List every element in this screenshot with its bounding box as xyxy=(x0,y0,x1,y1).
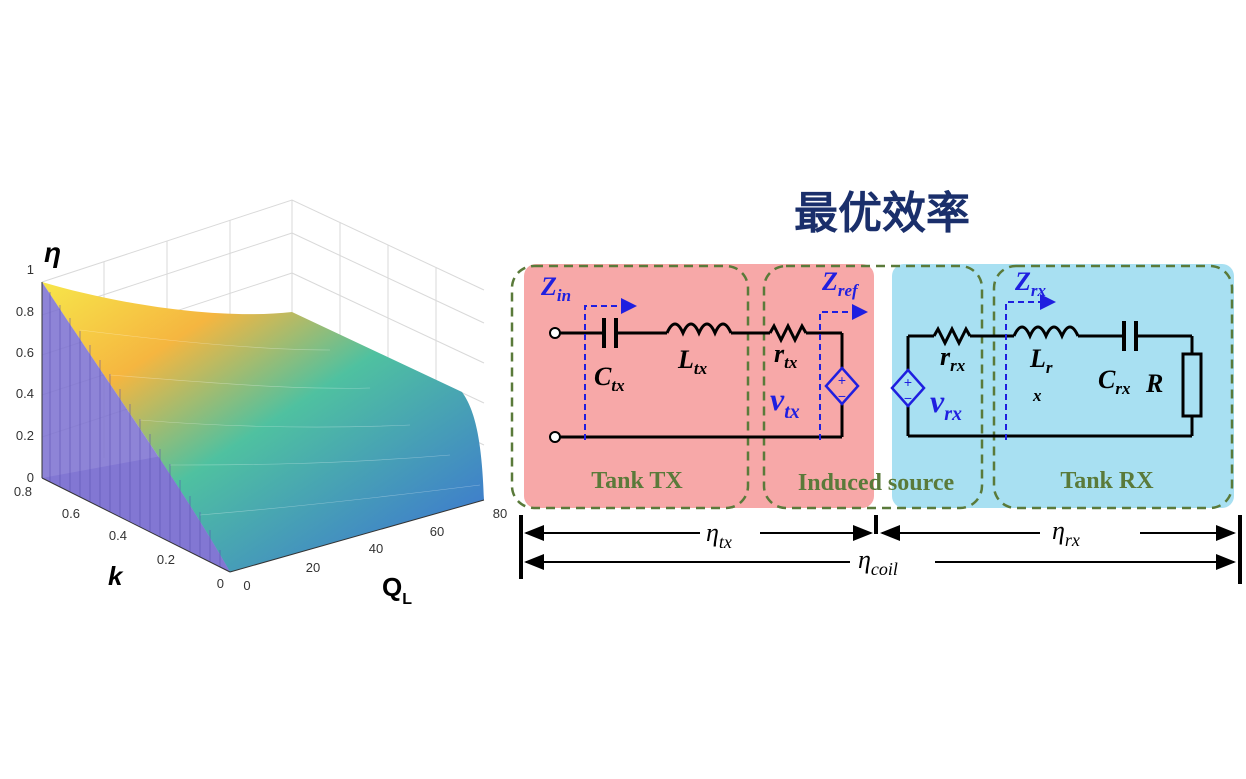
vrx-label: vrx xyxy=(930,383,962,425)
svg-text:−: − xyxy=(838,388,846,404)
induced-source-box xyxy=(762,264,984,510)
rx-region xyxy=(892,264,1234,508)
x-tick: 0 xyxy=(243,578,250,593)
circuit-diagram: + − + − xyxy=(510,264,1242,584)
r-load-label: R xyxy=(1145,369,1163,398)
x-tick: 60 xyxy=(430,524,444,539)
ltx-label: Ltx xyxy=(677,345,708,378)
tx-region xyxy=(524,264,874,508)
dependent-source-tx-icon: + − xyxy=(824,366,860,406)
x-tick: 80 xyxy=(493,506,507,521)
zrx-label: Zrx xyxy=(1014,267,1047,300)
tank-tx-label: Tank TX xyxy=(591,468,683,494)
dependent-source-rx-icon: + − xyxy=(890,368,926,408)
z-tick: 0.2 xyxy=(16,428,34,443)
ctx-label: Ctx xyxy=(594,362,625,395)
y-tick: 0 xyxy=(217,576,224,591)
zin-label: Zin xyxy=(540,272,571,305)
y-tick: 0.6 xyxy=(62,506,80,521)
load-resistor xyxy=(1181,352,1203,418)
lrx-label-sub: x xyxy=(1032,386,1042,405)
tank-rx-label: Tank RX xyxy=(1060,468,1154,494)
crx-label: Crx xyxy=(1098,365,1131,398)
z-tick: 0.8 xyxy=(16,304,34,319)
page-title: 最优效率 xyxy=(794,188,970,239)
y-tick: 0.2 xyxy=(157,552,175,567)
efficiency-surface xyxy=(42,282,484,572)
svg-text:+: + xyxy=(838,372,846,388)
vtx-label: vtx xyxy=(770,381,800,423)
z-axis-label: η xyxy=(44,237,61,268)
z-tick: 0.4 xyxy=(16,386,34,401)
eta-coil-label: ηcoil xyxy=(858,545,898,579)
tank-rx-box xyxy=(992,264,1234,510)
z-tick: 0.6 xyxy=(16,345,34,360)
lrx-label: Lr xyxy=(1029,344,1053,377)
y-tick: 0.4 xyxy=(109,528,127,543)
eta-rx-label: ηrx xyxy=(1052,516,1080,550)
x-axis-label: QL xyxy=(382,572,412,608)
y-tick: 0.8 xyxy=(14,484,32,499)
z-tick: 1 xyxy=(27,262,34,277)
eta-tx-label: ηtx xyxy=(706,518,732,552)
z-tick: 0 xyxy=(27,470,34,485)
tank-tx-box xyxy=(510,264,750,510)
svg-text:−: − xyxy=(904,390,912,406)
x-tick: 20 xyxy=(306,560,320,575)
zref-label: Zref xyxy=(821,267,860,300)
rtx-label: rtx xyxy=(774,339,798,372)
y-axis-label: k xyxy=(108,561,124,591)
svg-text:+: + xyxy=(904,374,912,390)
x-tick: 40 xyxy=(369,541,383,556)
induced-source-label: Induced source xyxy=(798,470,955,496)
rrx-label: rrx xyxy=(940,342,966,375)
surface-plot: 0 0.2 0.4 0.6 0.8 1 0.8 0.6 0.4 0.2 0 0 … xyxy=(14,199,507,608)
